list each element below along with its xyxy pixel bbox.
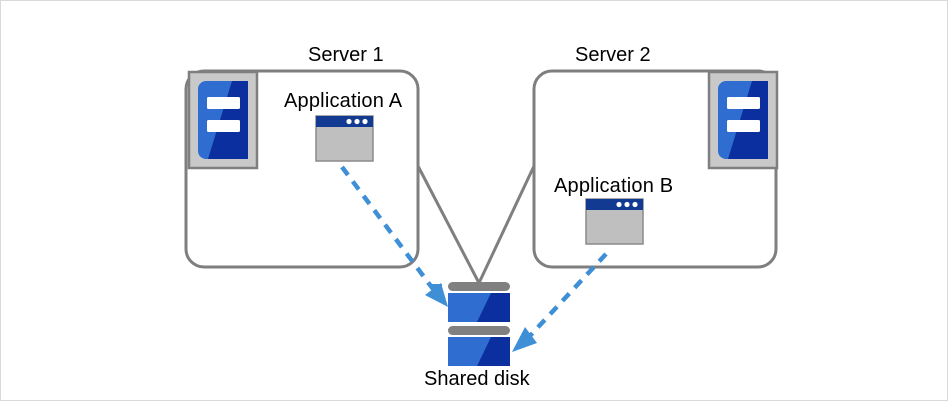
shared-disk-label: Shared disk <box>424 368 530 390</box>
application-window-icon <box>585 198 644 245</box>
dashed-arrow-app-a-to-disk <box>340 165 448 307</box>
server-rack-icon <box>707 70 779 170</box>
server-1-label: Server 1 <box>308 44 384 66</box>
server-rack-icon <box>187 70 259 170</box>
connector-lines <box>416 165 536 284</box>
application-a-label: Application A <box>284 90 403 112</box>
disk-stack-icon <box>448 282 510 366</box>
server-2-label: Server 2 <box>575 44 651 66</box>
dashed-arrow-app-b-to-disk <box>512 252 608 352</box>
application-window-icon <box>315 115 374 162</box>
application-b-label: Application B <box>554 175 674 197</box>
